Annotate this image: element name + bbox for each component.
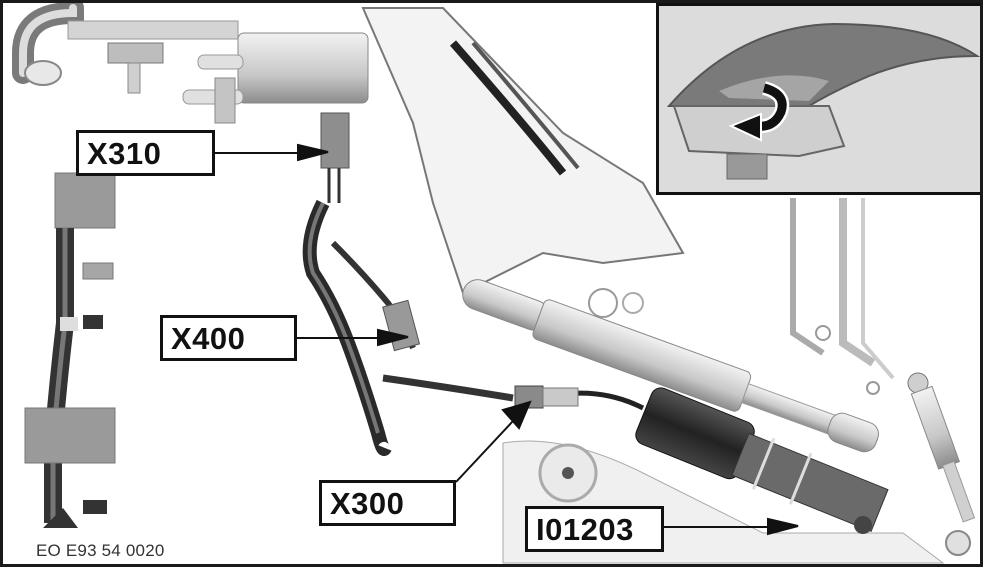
callout-x400: X400 <box>160 315 297 361</box>
callout-x300: X300 <box>319 480 456 526</box>
callout-x310: X310 <box>76 130 215 176</box>
inset-overview <box>656 3 980 195</box>
figure-id-label: EO E93 54 0020 <box>36 541 165 560</box>
rotate-arrow-icon <box>728 81 790 142</box>
roof-assembly-inset-illustration <box>666 22 980 180</box>
callout-i01203: I01203 <box>525 506 664 552</box>
hydraulic-assembly-illustration <box>11 3 976 564</box>
callout-leaders <box>215 143 799 536</box>
